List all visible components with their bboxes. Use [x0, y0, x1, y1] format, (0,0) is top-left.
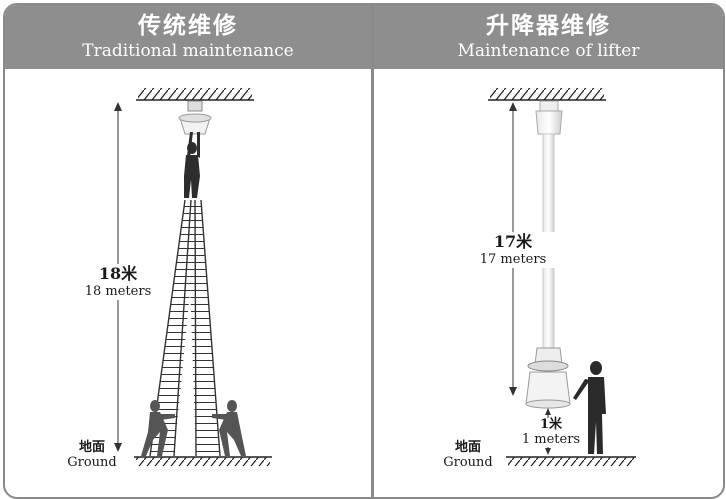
right-height-label: 17米 17 meters: [466, 232, 560, 268]
comparison-frame: 传统维修 Traditional maintenance 升降器维修 Maint…: [3, 3, 725, 499]
lift-height-cn: 1米: [539, 417, 563, 432]
lifter-top-unit-icon: [535, 100, 563, 135]
panel-divider: [371, 5, 374, 497]
right-header: 升降器维修 Maintenance of lifter: [374, 5, 723, 69]
right-height-en: 17 meters: [479, 252, 547, 267]
lift-height-label: 1米 1 meters: [520, 418, 582, 447]
ladder-icon: [147, 198, 224, 457]
standing-worker-icon: [573, 361, 606, 454]
left-title-cn: 传统维修: [138, 12, 238, 39]
helper-right-icon: [212, 400, 246, 456]
lowered-lamp-icon: [525, 347, 571, 409]
right-ceiling: [488, 88, 606, 101]
left-ground-label: 地面 Ground: [56, 440, 128, 471]
right-title-en: Maintenance of lifter: [457, 41, 640, 61]
right-ground: [506, 456, 636, 466]
right-height-cn: 17米: [493, 232, 533, 251]
right-ground-cn: 地面: [454, 440, 481, 455]
left-title-en: Traditional maintenance: [82, 41, 294, 61]
left-header: 传统维修 Traditional maintenance: [5, 5, 371, 69]
right-title-cn: 升降器维修: [486, 12, 611, 39]
left-lamp-icon: [178, 100, 212, 135]
left-height-cn: 18米: [98, 264, 138, 283]
left-ceiling: [136, 88, 254, 101]
left-ground: [134, 456, 272, 466]
left-height-en: 18 meters: [84, 284, 152, 299]
left-height-label: 18米 18 meters: [72, 264, 164, 300]
lift-height-en: 1 meters: [521, 432, 581, 447]
left-ground-cn: 地面: [78, 440, 105, 455]
right-ground-en: Ground: [443, 455, 493, 470]
helper-left-icon: [141, 400, 175, 456]
worker-on-ladder-icon: [184, 132, 200, 198]
right-ground-label: 地面 Ground: [432, 440, 504, 471]
left-ground-en: Ground: [67, 455, 117, 470]
